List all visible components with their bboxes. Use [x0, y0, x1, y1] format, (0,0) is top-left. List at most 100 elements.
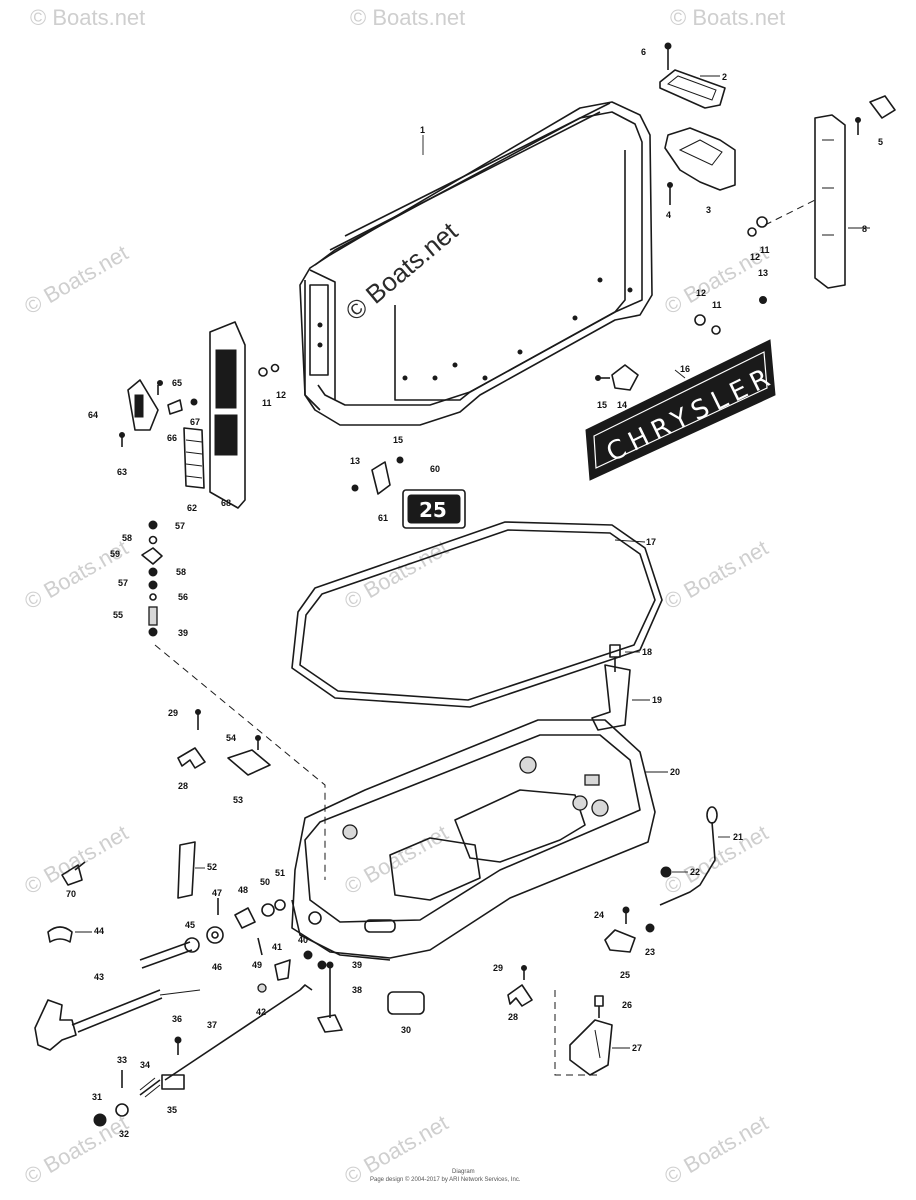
clamp-part-25[interactable] — [604, 866, 672, 953]
footer-line-1: Diagram — [452, 1169, 475, 1175]
callout-label: 12 — [276, 390, 286, 400]
linkage-hardware-45[interactable] — [177, 841, 327, 993]
callout-label: 13 — [758, 268, 768, 278]
callout-label: 63 — [117, 467, 127, 477]
callout-label: 62 — [187, 503, 197, 513]
callout-label: 65 — [172, 378, 182, 388]
callout-label: 11 — [760, 245, 770, 255]
linkage-rod-part-37[interactable] — [93, 984, 313, 1127]
callout-label: 24 — [594, 910, 604, 920]
plate-part-5[interactable] — [855, 95, 896, 135]
hardware-left-64[interactable] — [119, 379, 198, 447]
callout-label: 11 — [712, 300, 722, 310]
hardware-stack-55[interactable] — [141, 520, 163, 637]
grille-panel-part-68[interactable] — [183, 321, 246, 509]
watermark-center: © Boats.net — [340, 216, 464, 327]
callout-label: 28 — [508, 1012, 518, 1022]
badge-part-60[interactable]: 25 — [402, 489, 466, 529]
rod-part-21[interactable] — [659, 806, 718, 906]
callout-label: 30 — [401, 1025, 411, 1035]
callout-label: 48 — [238, 885, 248, 895]
watermark: © Boats.net — [20, 240, 132, 319]
bracket-part-3[interactable] — [664, 127, 736, 205]
watermark: © Boats.net — [660, 535, 772, 614]
callout-label: 15 — [393, 435, 403, 445]
callout-label: 17 — [646, 537, 656, 547]
callout-label: 61 — [378, 513, 388, 523]
callout-label: 11 — [262, 398, 272, 408]
callout-label: 19 — [652, 695, 662, 705]
callout-label: 39 — [352, 960, 362, 970]
callout-label: 59 — [110, 549, 120, 559]
callout-label: 47 — [212, 888, 222, 898]
callout-label: 55 — [113, 610, 123, 620]
plate-part-8[interactable] — [764, 114, 846, 289]
callout-label: 6 — [641, 47, 646, 57]
callout-label: 50 — [260, 877, 270, 887]
callout-label: 27 — [632, 1043, 642, 1053]
callout-label: 38 — [352, 985, 362, 995]
callout-label: 64 — [88, 410, 98, 420]
callout-label: 22 — [690, 867, 700, 877]
bracket-part-27[interactable] — [569, 995, 613, 1076]
watermark: © Boats.net — [20, 535, 132, 614]
callout-label: 5 — [878, 137, 883, 147]
latch-part-14[interactable] — [595, 364, 639, 391]
watermark: © Boats.net — [350, 5, 465, 30]
clip-part-28[interactable] — [177, 709, 533, 1007]
callouts: 1 2 3 4 5 6 8 11 11 11 12 12 12 13 13 14… — [66, 47, 883, 1139]
bracket-part-61[interactable] — [351, 456, 404, 495]
seal-part-17[interactable] — [291, 521, 663, 708]
bracket-part-19[interactable] — [591, 644, 631, 731]
lower-pan-part-20[interactable] — [154, 644, 656, 1076]
watermark: © Boats.net — [660, 1110, 772, 1189]
watermark: © Boats.net — [670, 5, 785, 30]
callout-label: 54 — [226, 733, 236, 743]
throttle-lever-part-43[interactable] — [34, 861, 193, 1051]
callout-label: 20 — [670, 767, 680, 777]
callout-label: 14 — [617, 400, 627, 410]
callout-label: 56 — [178, 592, 188, 602]
callout-label: 37 — [207, 1020, 217, 1030]
callout-label: 1 — [420, 125, 425, 135]
leader-lines — [75, 75, 870, 1049]
callout-label: 43 — [94, 972, 104, 982]
watermark: © Boats.net — [20, 820, 132, 899]
callout-label: 57 — [118, 578, 128, 588]
washers-right[interactable] — [258, 216, 768, 377]
callout-label: 12 — [750, 252, 760, 262]
pad-part-30[interactable] — [387, 991, 425, 1015]
footer: Diagram Page design © 2004-2017 by ARI N… — [370, 1169, 521, 1183]
callout-label: 70 — [66, 889, 76, 899]
callout-label: 31 — [92, 1092, 102, 1102]
engine-cover-part-1[interactable] — [299, 101, 653, 426]
plate-part-2[interactable] — [659, 42, 726, 109]
callout-label: 29 — [493, 963, 503, 973]
callout-label: 40 — [298, 935, 308, 945]
footer-line-2: Page design © 2004-2017 by ARI Network S… — [370, 1176, 521, 1183]
watermark: © Boats.net — [660, 820, 772, 899]
callout-label: 25 — [620, 970, 630, 980]
plate-part-53[interactable] — [227, 735, 271, 776]
callout-label: 52 — [207, 862, 217, 872]
callout-label: 57 — [175, 521, 185, 531]
callout-label: 66 — [167, 433, 177, 443]
callout-label: 36 — [172, 1014, 182, 1024]
callout-label: 29 — [168, 708, 178, 718]
callout-label: 45 — [185, 920, 195, 930]
callout-label: 68 — [221, 498, 231, 508]
callout-label: 12 — [696, 288, 706, 298]
callout-label: 2 — [722, 72, 727, 82]
callout-label: 49 — [252, 960, 262, 970]
callout-label: 51 — [275, 868, 285, 878]
rod-part-38[interactable] — [317, 961, 343, 1033]
callout-label: 34 — [140, 1060, 150, 1070]
callout-label: 41 — [272, 942, 282, 952]
callout-label: 39 — [178, 628, 188, 638]
chrysler-decal-part-16[interactable]: CHRYSLER — [585, 339, 780, 481]
callout-label: 16 — [680, 364, 690, 374]
badge-number: 25 — [419, 498, 447, 522]
callout-label: 21 — [733, 832, 743, 842]
callout-label: 33 — [117, 1055, 127, 1065]
